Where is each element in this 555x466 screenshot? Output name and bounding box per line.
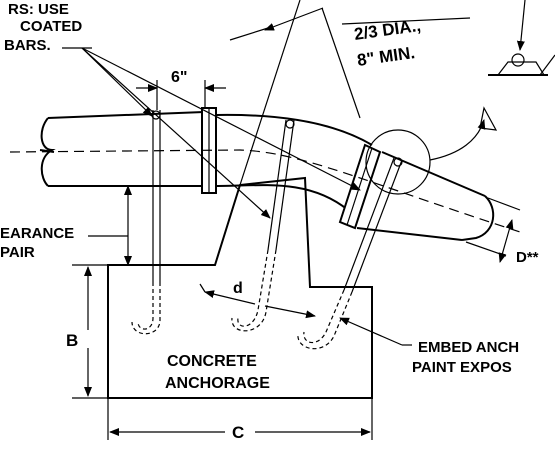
anchor-bar-left	[131, 110, 161, 335]
concrete-label-line2: ANCHORAGE	[165, 375, 270, 392]
rebar-note-line1: RS: USE	[8, 1, 69, 18]
weld-symbol	[488, 0, 555, 76]
dim-d-pipe-lines	[465, 197, 521, 263]
left-pipe	[39, 111, 205, 187]
anchor-bar-middle	[231, 119, 295, 332]
dim-two-thirds-label: 2/3 DIA.,	[353, 16, 422, 44]
concrete-label-line1: CONCRETE	[167, 353, 257, 370]
dim-b-lines	[72, 264, 108, 399]
dim-six-inch-lines	[136, 80, 226, 110]
clearance-label-line2: PAIR	[0, 244, 35, 261]
bend-pipe	[215, 113, 373, 211]
dim-eight-min-label: 8" MIN.	[356, 43, 416, 70]
detail-circle	[365, 129, 431, 195]
dim-c-label: C	[232, 423, 244, 442]
dim-b-label: B	[66, 331, 78, 350]
detail-callout-arrow	[429, 119, 486, 161]
embed-label-line1: EMBED ANCH	[418, 339, 519, 356]
dim-d-small-label: d	[233, 280, 243, 297]
dim-six-inch-label: 6"	[171, 69, 187, 86]
dim-c-lines	[107, 398, 373, 440]
rebar-note-line3: BARS.	[4, 37, 51, 54]
right-flange	[338, 143, 382, 230]
right-pipe	[356, 151, 495, 241]
clearance-label-line1: EARANCE	[0, 225, 74, 242]
concrete-anchorage-block	[107, 176, 373, 399]
dim-clearance	[88, 185, 132, 266]
rebar-leaders	[62, 47, 361, 219]
rebar-note-line2: COATED	[20, 18, 82, 35]
embed-label-line2: PAINT EXPOS	[412, 359, 512, 376]
dim-d-small-lines	[199, 283, 316, 319]
dim-two-thirds-lines	[229, 0, 471, 186]
dim-d-pipe-label: D**	[516, 249, 539, 266]
pipe-centerline	[9, 149, 521, 233]
embed-leader	[339, 317, 412, 346]
anchor-bar-right	[297, 157, 403, 350]
